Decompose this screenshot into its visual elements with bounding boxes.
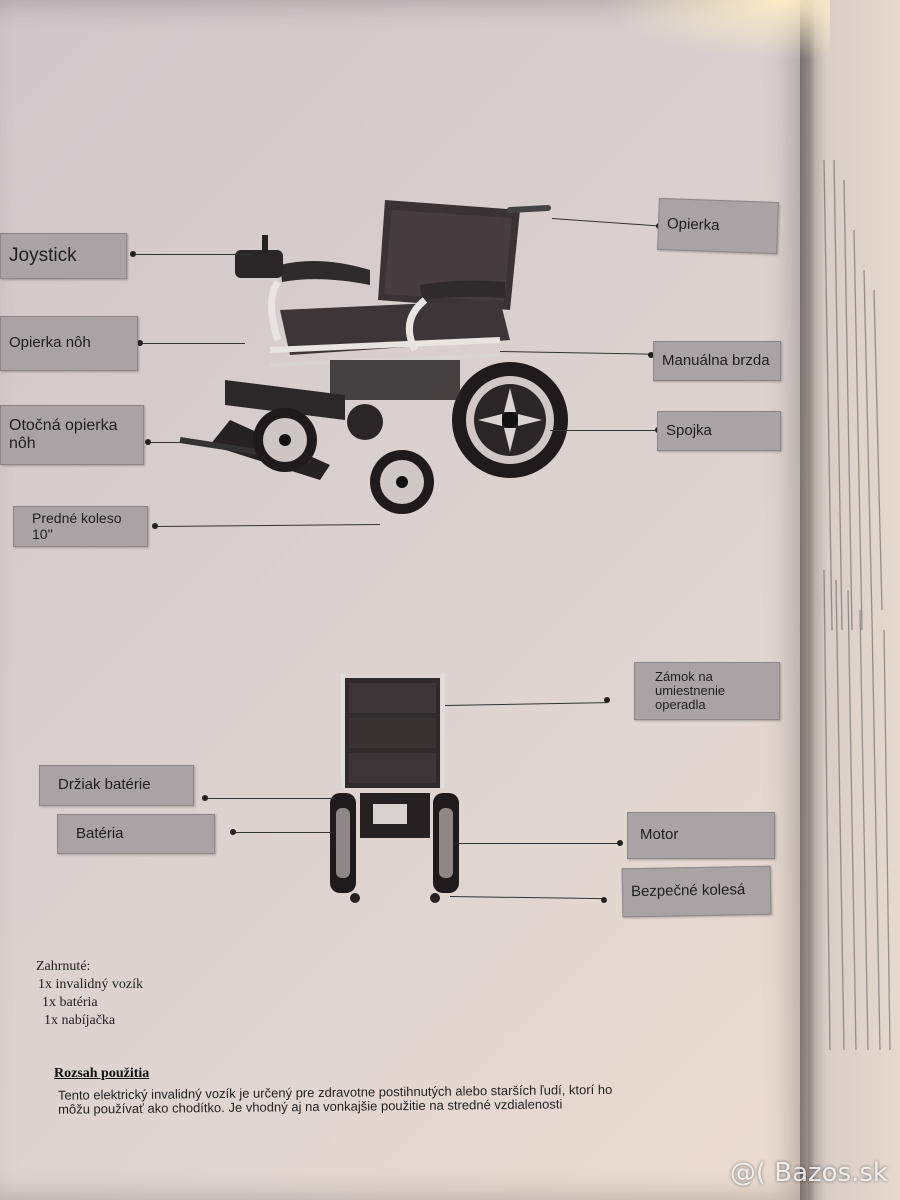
label-drziak-baterie: Držiak batérie — [39, 765, 194, 806]
right-page-lines — [818, 150, 898, 1150]
included-item-3: 1x nabíjačka — [44, 1013, 116, 1028]
leader-spojka — [550, 430, 658, 431]
leader-bateria — [233, 832, 333, 833]
label-joystick-text: Joystick — [9, 244, 77, 266]
label-manualna-brzda: Manuálna brzda — [653, 341, 781, 381]
label-opierka: Opierka — [657, 197, 779, 255]
included-list: Zahrnuté: 1x invalidný vozík 1x batéria … — [36, 958, 143, 1030]
dot-opierka-noh — [137, 340, 143, 346]
label-otocna-line2: nôh — [9, 435, 36, 452]
label-predne-koleso: Predné koleso 10'' — [13, 506, 148, 547]
label-motor: Motor — [627, 812, 775, 859]
label-zamok: Zámok na umiestnenie operadla — [634, 662, 780, 720]
dot-drziak-baterie — [202, 795, 208, 801]
label-otocna-opierka-noh: Otočná opierka nôh — [0, 405, 144, 465]
label-motor-text: Motor — [640, 826, 679, 844]
label-bateria-text: Batéria — [76, 824, 124, 842]
usage-title: Rozsah použitia — [54, 1066, 150, 1081]
included-heading: Zahrnuté: — [36, 959, 91, 974]
manual-page-right — [808, 0, 900, 1200]
label-joystick: Joystick — [0, 233, 127, 279]
leader-motor — [455, 843, 620, 844]
label-predne-line1: Predné koleso — [32, 510, 122, 527]
dot-joystick — [130, 251, 136, 257]
right-page-text-lines — [823, 159, 891, 1051]
wheelchair-rear-view-illustration — [330, 673, 459, 903]
label-opierka-noh: Opierka nôh — [0, 316, 138, 371]
leader-opierka-noh — [140, 343, 245, 344]
label-otocna-line1: Otočná opierka — [9, 417, 118, 435]
label-spojka: Spojka — [657, 411, 781, 451]
label-opierka-text: Opierka — [666, 214, 720, 234]
label-zamok-line2: umiestnenie operadla — [655, 682, 726, 713]
leader-joystick — [133, 254, 251, 255]
label-bateria: Batéria — [57, 814, 215, 854]
label-opierka-noh-text: Opierka nôh — [9, 334, 91, 352]
label-zamok-line1: Zámok na — [655, 668, 713, 684]
watermark: @( Bazos.sk — [729, 1158, 888, 1188]
wheelchair-side-view-illustration — [179, 200, 568, 514]
label-bezpecne-kolesa: Bezpečné kolesá — [621, 865, 772, 918]
light-glare — [600, 0, 830, 60]
label-bezpecne-kolesa-text: Bezpečné kolesá — [630, 881, 746, 901]
dot-bezpecne-kolesa — [601, 897, 607, 903]
dot-otocna-opierka — [145, 439, 151, 445]
dot-zamok — [604, 697, 610, 703]
leader-otocna-opierka — [148, 442, 188, 443]
dot-bateria — [230, 829, 236, 835]
label-drziak-baterie-text: Držiak batérie — [58, 776, 151, 794]
label-manualna-brzda-text: Manuálna brzda — [662, 351, 770, 369]
label-spojka-text: Spojka — [666, 421, 712, 439]
book-spine — [800, 0, 814, 1200]
dot-motor — [617, 840, 623, 846]
label-predne-line2: 10'' — [32, 525, 53, 542]
dot-manualna-brzda — [648, 352, 654, 358]
leader-drziak-baterie — [205, 798, 335, 799]
dot-predne-koleso — [152, 523, 158, 529]
included-item-1: 1x invalidný vozík — [38, 977, 143, 992]
included-item-2: 1x batéria — [42, 995, 98, 1010]
